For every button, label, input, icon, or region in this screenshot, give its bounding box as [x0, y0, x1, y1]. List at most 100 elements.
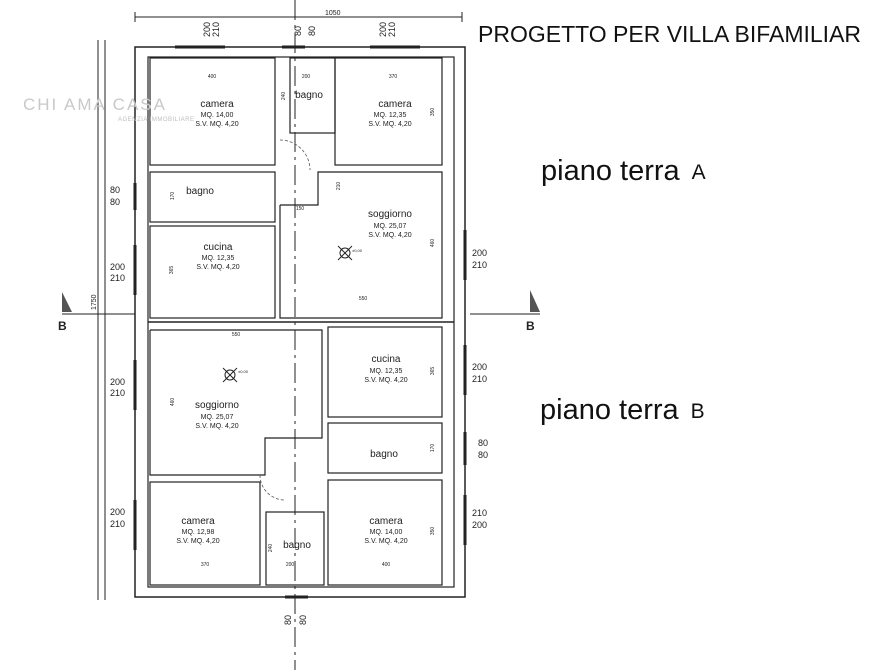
b-camera-left-room: [149, 481, 261, 586]
opening-left-4a: 200: [110, 507, 125, 517]
level-marker-b-icon: [222, 367, 238, 383]
a-bagno-top-dim1: 200: [302, 74, 311, 80]
a-camera-right-dim1: 370: [389, 74, 398, 80]
opening-left-3b: 210: [110, 388, 125, 398]
a-bagno-left-name: bagno: [186, 186, 214, 197]
b-camera-right-mq: MQ. 14,00: [370, 529, 403, 536]
opening-bottom-center-2: 80: [298, 615, 308, 625]
b-soggiorno-room: [149, 329, 323, 476]
b-camera-right-dim1: 400: [382, 562, 391, 568]
b-cucina-dim: 365: [430, 367, 436, 376]
section-marker-left-icon: [62, 292, 72, 312]
overall-height: 1750: [91, 294, 98, 310]
section-marker-right-icon: [530, 290, 540, 312]
a-camera-left-dim: 400: [208, 74, 217, 80]
a-camera-left-name: camera: [200, 99, 234, 110]
level-b-name: piano terra: [540, 394, 679, 426]
a-cucina-sv: S.V. MQ. 4,20: [196, 264, 239, 271]
a-camera-right-sv: S.V. MQ. 4,20: [368, 121, 411, 128]
opening-right-1a: 200: [472, 248, 487, 258]
watermark-subtext: AGENZIA IMMOBILIARE: [118, 117, 195, 123]
section-label-right: B: [526, 319, 535, 333]
b-bagno-right-dim: 170: [430, 444, 436, 453]
a-camera-right-dim2: 350: [430, 108, 436, 117]
b-bagno-bottom-room: [265, 511, 325, 586]
opening-left-2a: 200: [110, 262, 125, 272]
a-soggiorno-dim3: 460: [430, 239, 436, 248]
b-bagno-right-name: bagno: [370, 449, 398, 460]
a-soggiorno-mq: MQ. 25,07: [374, 223, 407, 230]
opening-right-3b: 80: [478, 450, 488, 460]
b-cucina-mq: MQ. 12,35: [370, 368, 403, 375]
opening-top-center-2: 80: [307, 26, 317, 36]
a-cucina-dim: 365: [169, 266, 175, 275]
opening-top-left-2: 210: [211, 22, 221, 37]
door-swing-b: [259, 474, 286, 501]
b-camera-left-dim: 370: [201, 562, 210, 568]
b-soggiorno-level: ±0,00: [238, 369, 249, 374]
b-camera-left-mq: MQ. 12,98: [182, 529, 215, 536]
b-soggiorno-mq: MQ. 25,07: [201, 414, 234, 421]
opening-left-3a: 200: [110, 377, 125, 387]
a-camera-right-mq: MQ. 12,35: [374, 112, 407, 119]
opening-left-2b: 210: [110, 273, 125, 283]
a-soggiorno-dim2: 210: [336, 182, 342, 191]
opening-right-1b: 210: [472, 260, 487, 270]
level-a-name: piano terra: [541, 155, 680, 187]
b-soggiorno-dim1: 550: [232, 332, 241, 338]
a-bagno-top-dim2: 240: [281, 92, 287, 101]
b-soggiorno-sv: S.V. MQ. 4,20: [195, 423, 238, 430]
b-cucina-sv: S.V. MQ. 4,20: [364, 377, 407, 384]
b-cucina-room: [327, 326, 443, 418]
a-camera-left-sv: S.V. MQ. 4,20: [195, 121, 238, 128]
b-cucina-name: cucina: [372, 354, 401, 365]
b-camera-left-sv: S.V. MQ. 4,20: [176, 538, 219, 545]
a-camera-left-mq: MQ. 14,00: [201, 112, 234, 119]
a-camera-right-room: [334, 57, 443, 166]
b-bagno-right-room: [327, 422, 443, 474]
a-soggiorno-name: soggiorno: [368, 209, 412, 220]
watermark-logo: CHI AMA CASA: [23, 95, 167, 114]
section-label-left: B: [58, 319, 67, 333]
a-camera-left-room: [149, 57, 276, 166]
door-swing-a: [279, 139, 311, 171]
b-bagno-bottom-dim2: 200: [286, 562, 295, 568]
level-label-b: piano terra B: [540, 394, 705, 427]
opening-right-3a: 80: [478, 438, 488, 448]
a-soggiorno-dim4: 550: [359, 296, 368, 302]
b-bagno-bottom-dim1: 240: [268, 544, 274, 553]
level-b-tag: B: [690, 400, 705, 423]
opening-top-center-1: 80: [293, 26, 303, 36]
opening-right-2b: 210: [472, 374, 487, 384]
level-marker-a-icon: [337, 245, 353, 261]
opening-left-4b: 210: [110, 519, 125, 529]
page-title: PROGETTO PER VILLA BIFAMILIAR: [478, 21, 862, 47]
level-label-a: piano terra A: [541, 155, 706, 188]
a-cucina-name: cucina: [204, 242, 233, 253]
level-a-tag: A: [691, 161, 706, 184]
opening-left-1a: 80: [110, 185, 120, 195]
a-soggiorno-room: [279, 171, 443, 319]
a-bagno-left-room: [149, 171, 276, 223]
opening-right-4b: 200: [472, 520, 487, 530]
opening-top-left-1: 200: [202, 22, 212, 37]
a-soggiorno-sv: S.V. MQ. 4,20: [368, 232, 411, 239]
opening-right-4a: 210: [472, 508, 487, 518]
a-bagno-left-dim: 170: [170, 192, 176, 201]
a-soggiorno-dim1: 150: [296, 206, 305, 212]
b-bagno-bottom-name: bagno: [283, 540, 311, 551]
a-camera-right-name: camera: [378, 99, 412, 110]
overall-width: 1050: [325, 10, 341, 17]
b-camera-right-sv: S.V. MQ. 4,20: [364, 538, 407, 545]
opening-bottom-center-1: 80: [283, 615, 293, 625]
opening-top-right-1: 200: [378, 22, 388, 37]
opening-top-right-2: 210: [387, 22, 397, 37]
b-soggiorno-dim2: 460: [170, 398, 176, 407]
b-camera-right-name: camera: [369, 516, 403, 527]
a-bagno-top-name: bagno: [295, 90, 323, 101]
opening-right-2a: 200: [472, 362, 487, 372]
b-camera-left-name: camera: [181, 516, 215, 527]
b-camera-right-room: [327, 479, 443, 586]
a-cucina-room: [149, 225, 276, 319]
